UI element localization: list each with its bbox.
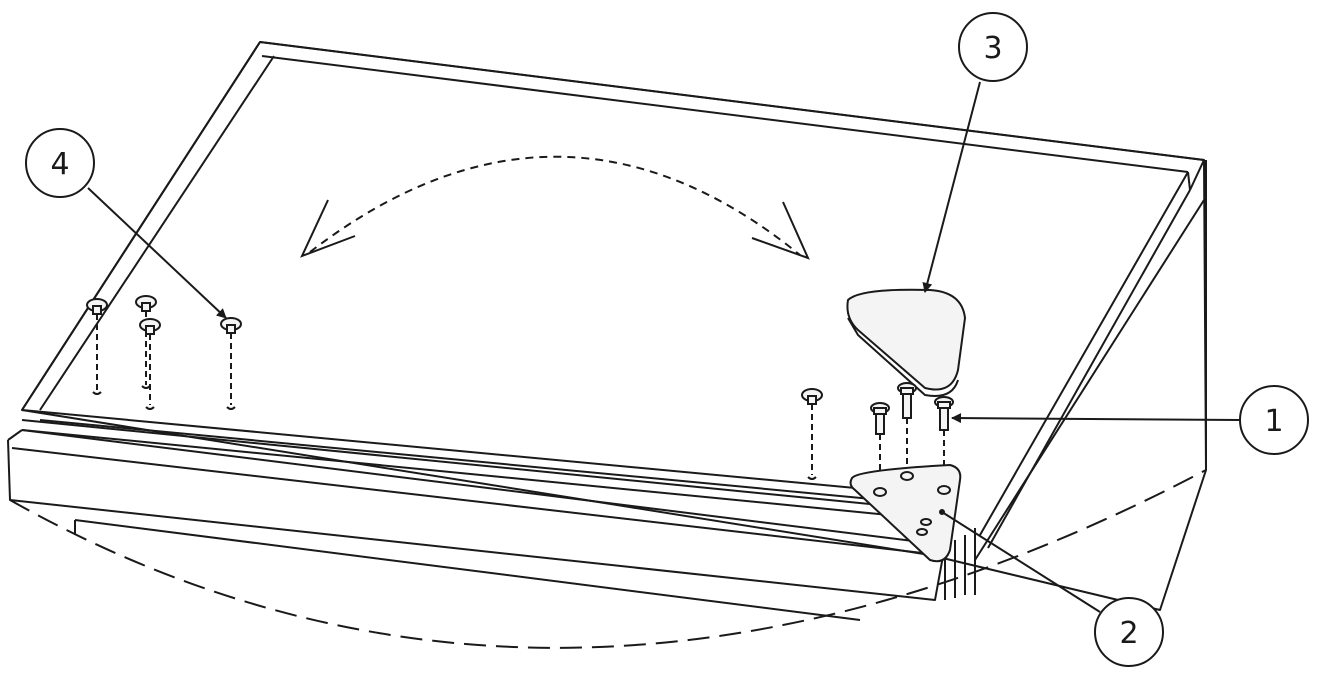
callout-1: 1 <box>1239 385 1309 455</box>
callout-4-label: 4 <box>50 147 69 182</box>
leader-3 <box>922 81 981 293</box>
leader-lines <box>87 81 1241 613</box>
leader-4 <box>87 187 227 319</box>
rotation-arrow <box>300 155 810 260</box>
door-swing-arc <box>9 469 1207 649</box>
leader-1 <box>951 413 1241 424</box>
hinge-plate <box>849 464 962 563</box>
plug-cap <box>139 318 161 410</box>
leader-2 <box>941 511 1101 613</box>
screw <box>934 396 954 488</box>
callout-3-label: 3 <box>983 31 1002 66</box>
callout-1-label: 1 <box>1264 404 1283 439</box>
lid-outline <box>21 41 1207 611</box>
cabinet-body <box>7 41 1207 621</box>
callout-2-label: 2 <box>1119 616 1138 651</box>
screw <box>870 402 890 490</box>
corner-cover <box>846 288 966 397</box>
screws <box>870 382 954 490</box>
callout-4: 4 <box>25 128 95 198</box>
plug-cap <box>86 298 108 395</box>
plug-cap <box>801 388 823 480</box>
plug-cap <box>135 295 157 389</box>
screw <box>897 382 917 474</box>
plug-cap <box>220 317 242 410</box>
callout-2: 2 <box>1094 597 1164 667</box>
plug-caps <box>86 295 823 480</box>
callout-3: 3 <box>958 12 1028 82</box>
